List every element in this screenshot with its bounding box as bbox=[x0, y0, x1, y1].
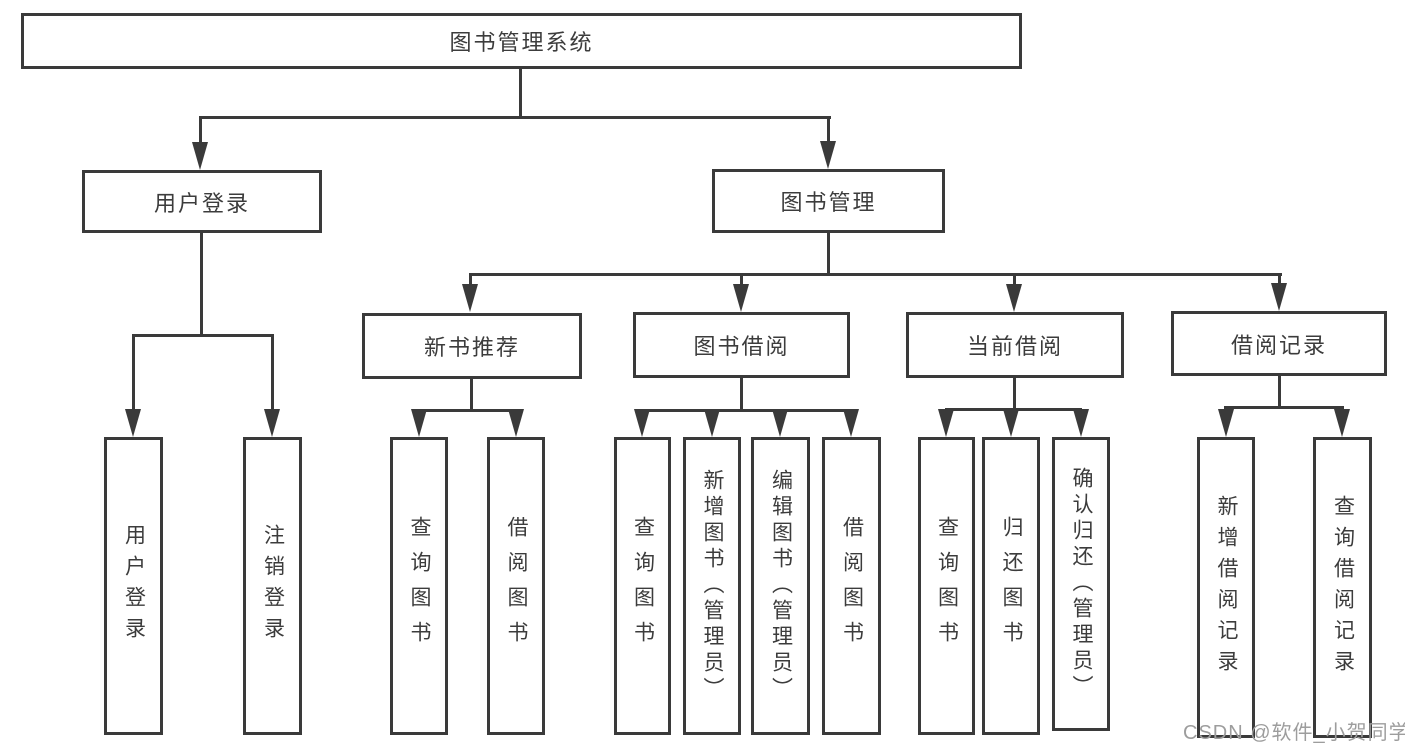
arrowhead-down-icon bbox=[1073, 409, 1089, 437]
arrowhead-down-icon bbox=[1334, 409, 1350, 437]
leaf-user-login: 用户登录 bbox=[104, 437, 163, 735]
arrowhead-down-icon bbox=[1271, 283, 1287, 311]
arrowhead-down-icon bbox=[1003, 409, 1019, 437]
arrowhead-down-icon bbox=[704, 409, 720, 437]
connector-line bbox=[132, 334, 274, 337]
connector-line bbox=[199, 116, 831, 119]
arrowhead-down-icon bbox=[192, 142, 208, 170]
connector-line bbox=[469, 273, 472, 287]
leaf-current-query-books: 查询图书 bbox=[918, 437, 975, 735]
leaf-borrow-borrow-books: 借阅图书 bbox=[822, 437, 881, 735]
watermark: CSDN @软件_小贺同学 bbox=[1183, 722, 1405, 744]
leaf-newrec-query-books: 查询图书 bbox=[390, 437, 448, 735]
connector-line bbox=[1013, 378, 1016, 411]
leaf-borrow-add-books-admin: 新增图书（管理员） bbox=[683, 437, 741, 735]
connector-line bbox=[132, 334, 135, 412]
connector-line bbox=[1278, 376, 1281, 409]
arrowhead-down-icon bbox=[462, 284, 478, 312]
leaf-borrow-edit-books-admin: 编辑图书（管理员） bbox=[751, 437, 810, 735]
connector-line bbox=[470, 379, 473, 412]
connector-line bbox=[740, 378, 743, 412]
connector-line bbox=[417, 409, 517, 412]
node-book-mgmt: 图书管理 bbox=[712, 169, 945, 233]
arrowhead-down-icon bbox=[264, 409, 280, 437]
leaf-logout: 注销登录 bbox=[243, 437, 302, 735]
node-current-borrow: 当前借阅 bbox=[906, 312, 1124, 378]
arrowhead-down-icon bbox=[411, 409, 427, 437]
leaf-borrow-query-books: 查询图书 bbox=[614, 437, 671, 735]
arrowhead-down-icon bbox=[634, 409, 650, 437]
node-new-book-rec: 新书推荐 bbox=[362, 313, 582, 379]
node-user-login: 用户登录 bbox=[82, 170, 322, 233]
leaf-newrec-borrow-books: 借阅图书 bbox=[487, 437, 545, 735]
leaf-current-return-books: 归还图书 bbox=[982, 437, 1040, 735]
connector-line bbox=[199, 116, 202, 146]
arrowhead-down-icon bbox=[938, 409, 954, 437]
connector-line bbox=[827, 116, 830, 145]
connector-line bbox=[271, 334, 274, 412]
node-root: 图书管理系统 bbox=[21, 13, 1022, 69]
arrowhead-down-icon bbox=[772, 409, 788, 437]
leaf-records-query-record: 查询借阅记录 bbox=[1313, 437, 1372, 738]
connector-line bbox=[200, 233, 203, 337]
connector-line bbox=[469, 273, 1282, 276]
leaf-records-add-record: 新增借阅记录 bbox=[1197, 437, 1255, 738]
node-book-borrow: 图书借阅 bbox=[633, 312, 850, 378]
arrowhead-down-icon bbox=[733, 284, 749, 312]
arrowhead-down-icon bbox=[1006, 284, 1022, 312]
arrowhead-down-icon bbox=[820, 141, 836, 169]
connector-line bbox=[519, 69, 522, 119]
arrowhead-down-icon bbox=[1218, 409, 1234, 437]
arrowhead-down-icon bbox=[508, 409, 524, 437]
connector-line bbox=[827, 233, 830, 276]
node-borrow-records: 借阅记录 bbox=[1171, 311, 1387, 376]
connector-line bbox=[1278, 273, 1281, 287]
leaf-current-confirm-return-admin: 确认归还（管理员） bbox=[1052, 437, 1110, 731]
connector-line bbox=[641, 409, 853, 412]
arrowhead-down-icon bbox=[843, 409, 859, 437]
connector-line bbox=[740, 273, 743, 287]
connector-line bbox=[1224, 406, 1344, 409]
arrowhead-down-icon bbox=[125, 409, 141, 437]
connector-line bbox=[1013, 273, 1016, 287]
